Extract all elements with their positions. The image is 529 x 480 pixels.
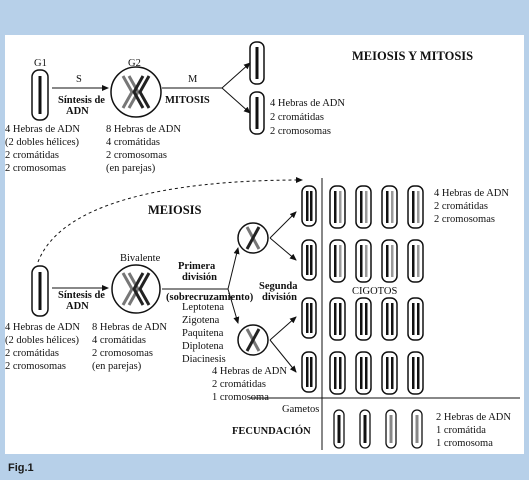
zygote: [329, 239, 346, 283]
mitosis-result-line-2: 2 cromátidas: [270, 112, 324, 123]
label-g2: G2: [128, 58, 141, 69]
sobrecruzamiento-label: (sobrecruzamiento): [166, 292, 254, 303]
mitosis-label: MITOSIS: [165, 95, 210, 106]
g1-info-line-3: 2 cromátidas: [5, 150, 59, 161]
mitosis-result-line-3: 2 cromosomas: [270, 126, 331, 137]
arrow-second-1: [269, 211, 297, 239]
segunda-label: Segunda: [259, 281, 298, 292]
gamete: [411, 409, 423, 449]
adn-label-top: ADN: [66, 106, 89, 117]
cigotos-label: CIGOTOS: [352, 286, 397, 297]
zygote: [407, 351, 424, 395]
meiosis-product-4: [301, 351, 317, 393]
primera-label: Primera: [178, 261, 216, 272]
arrow-mitosis-up: [221, 62, 251, 89]
stage-zigotena: Zigotena: [182, 315, 220, 326]
stage-paquitena: Paquitena: [182, 328, 224, 339]
secondary-cell-bottom: [237, 324, 269, 356]
arrow-second-2: [269, 237, 297, 261]
mitosis-result-line-1: 4 Hebras de ADN: [270, 98, 345, 109]
meiosis-product-3: [301, 297, 317, 339]
bivalente-cell: [111, 264, 161, 314]
mitosis-daughter-bottom: [249, 91, 265, 135]
bivalente-info-line-4: (en parejas): [92, 361, 142, 372]
arrow-first-down: [227, 288, 240, 324]
arrow-mitosis-down: [221, 87, 251, 114]
arrow-first-up: [227, 247, 240, 290]
dashed-curve-arrow: [37, 177, 303, 263]
zygote: [355, 351, 372, 395]
gametos-label: Gametos: [282, 404, 319, 415]
stage-leptotena: Leptotena: [182, 302, 224, 313]
zygote: [329, 297, 346, 341]
secondary-info-line-2: 2 cromátidas: [212, 379, 266, 390]
g2-info-line-1: 8 Hebras de ADN: [106, 124, 181, 135]
meiosis-g1-info-line-4: 2 cromosomas: [5, 361, 66, 372]
meiosis-result-line-1: 4 Hebras de ADN: [434, 188, 509, 199]
label-m: M: [188, 74, 198, 85]
segunda-division-label: división: [262, 292, 297, 303]
zygote: [355, 239, 372, 283]
figure-caption: Fig.1: [8, 462, 34, 474]
bivalente-label: Bivalente: [120, 253, 161, 264]
meiosis-result-line-2: 2 cromátidas: [434, 201, 488, 212]
meiosis-g1-info-line-1: 4 Hebras de ADN: [5, 322, 80, 333]
meiosis-g1-info-line-3: 2 cromátidas: [5, 348, 59, 359]
fecundacion-label: FECUNDACIÓN: [232, 425, 311, 437]
meiosis-g1-info-line-2: (2 dobles hélices): [5, 335, 80, 346]
meiosis-product-2: [301, 239, 317, 281]
g1-info-line-4: 2 cromosomas: [5, 163, 66, 174]
g2-info-line-4: (en parejas): [106, 163, 156, 174]
zygote: [329, 351, 346, 395]
gamete-info-line-1: 2 Hebras de ADN: [436, 412, 511, 423]
gamete: [359, 409, 371, 449]
zygote: [381, 351, 398, 395]
g2-cell: [110, 66, 162, 118]
sintesis-de-label-top: Síntesis de: [58, 95, 105, 106]
gamete-info-line-3: 1 cromosoma: [436, 438, 493, 449]
gamete: [385, 409, 397, 449]
zygote: [381, 239, 398, 283]
zygote: [381, 185, 398, 229]
zygote: [355, 297, 372, 341]
sintesis-de-label-bottom: Síntesis de: [58, 290, 105, 301]
stage-diacinesis: Diacinesis: [182, 354, 226, 365]
bivalente-info-line-3: 2 cromosomas: [92, 348, 153, 359]
arrow-second-4: [269, 339, 297, 373]
g1-chromosome: [31, 69, 49, 121]
zygote: [407, 297, 424, 341]
meiosis-result-line-3: 2 cromosomas: [434, 214, 495, 225]
bivalente-info-line-2: 4 cromátidas: [92, 335, 146, 346]
g1-info-line-2: (2 dobles hélices): [5, 137, 80, 148]
arrow-second-3: [269, 316, 297, 341]
bivalente-info-line-1: 8 Hebras de ADN: [92, 322, 167, 333]
gamete: [333, 409, 345, 449]
meiosis-g1-chromosome: [31, 265, 49, 317]
adn-label-bottom: ADN: [66, 301, 89, 312]
mitosis-daughter-top: [249, 41, 265, 85]
g2-info-line-3: 2 cromosomas: [106, 150, 167, 161]
stage-diplotena: Diplotena: [182, 341, 224, 352]
zygote: [355, 185, 372, 229]
zygote: [381, 297, 398, 341]
g1-info-line-1: 4 Hebras de ADN: [5, 124, 80, 135]
secondary-info-line-1: 4 Hebras de ADN: [212, 366, 287, 377]
zygote: [407, 239, 424, 283]
secondary-info-line-3: 1 cromosoma: [212, 392, 269, 403]
label-g1: G1: [34, 58, 47, 69]
zygote-grid: [329, 185, 424, 395]
secondary-cell-top: [237, 222, 269, 254]
primera-division-label: división: [182, 272, 217, 283]
label-s: S: [76, 74, 82, 85]
meiosis-product-1: [301, 185, 317, 227]
g2-info-line-2: 4 cromátidas: [106, 137, 160, 148]
zygote: [407, 185, 424, 229]
title-meiosis-mitosis: MEIOSIS Y MITOSIS: [352, 49, 473, 63]
zygote: [329, 185, 346, 229]
title-meiosis: MEIOSIS: [148, 203, 202, 217]
gamete-info-line-2: 1 cromátida: [436, 425, 486, 436]
